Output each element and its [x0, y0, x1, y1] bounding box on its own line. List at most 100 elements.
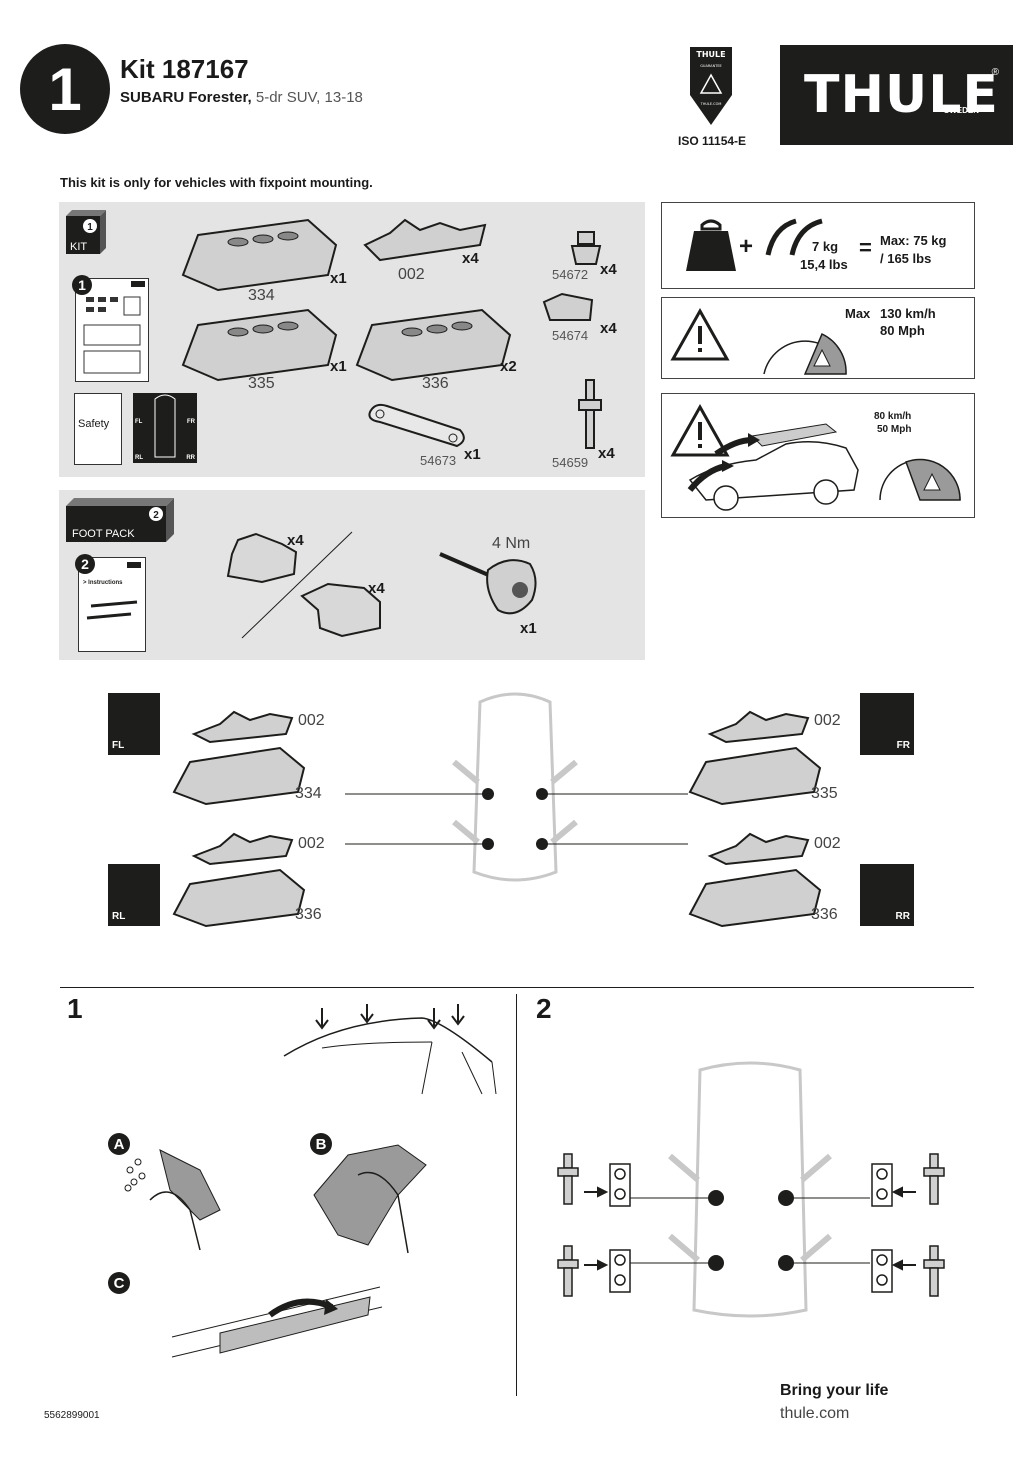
- step-a-badge: A: [108, 1133, 130, 1155]
- part-54672-code: 54672: [552, 267, 589, 282]
- part-54673-code: 54673: [420, 453, 457, 468]
- document-code: 5562899001: [44, 1410, 100, 1421]
- part-54674-code: 54674: [552, 328, 589, 343]
- roof-bars-icon: [765, 218, 823, 256]
- car-with-load-icon: [687, 423, 859, 511]
- foot-pack-box-icon: 2 FOOT PACK: [66, 498, 174, 542]
- pad-334-icon: [181, 218, 338, 292]
- part-335-qty: x1: [330, 358, 347, 375]
- vehicle-make: SUBARU Forester,: [120, 89, 252, 106]
- fl-top-code: 002: [298, 712, 325, 729]
- rr-top-code: 002: [814, 835, 841, 852]
- fixpoint-cover-drawing: [171, 1286, 383, 1358]
- steps-divider-top: [60, 987, 974, 988]
- safety-booklet: Safety: [74, 393, 122, 465]
- tagline: Bring your life: [780, 1382, 889, 1399]
- corner-rl-box: RL: [108, 864, 160, 926]
- kit-title: Kit 187167: [120, 54, 249, 84]
- placement-lines: [345, 793, 688, 845]
- instructions-label: > Instructions: [83, 580, 123, 586]
- foot-badge-label: FOOT PACK: [72, 528, 135, 540]
- fr-bottom-code: 335: [811, 785, 838, 802]
- fr-assembly-icon: [688, 710, 822, 806]
- bars-weight-kg: 7 kg: [812, 239, 839, 254]
- iso-label: ISO 11154-E: [678, 134, 747, 148]
- cleaning-spray-drawing: [124, 1149, 221, 1251]
- roof-fixpoint-drawing: [283, 1004, 497, 1095]
- website-link[interactable]: thule.com: [780, 1405, 850, 1422]
- guarantee-shield-icon: THULE GUARANTEE THULE.COM: [690, 47, 732, 125]
- torque-label: 4 Nm: [492, 535, 531, 552]
- fixpoint-notice: This kit is only for vehicles with fixpo…: [60, 175, 373, 190]
- wind-speedometer-icon: [879, 458, 961, 501]
- kit-box-icon: 1 KIT: [66, 210, 106, 254]
- nut-54672-icon: [570, 231, 602, 265]
- guarantee-label: GUARANTEE: [700, 64, 722, 68]
- torque-key-icon: [439, 552, 537, 615]
- rr-assembly-icon: [688, 832, 822, 928]
- fr-top-code: 002: [814, 712, 841, 729]
- corner-rr: RR: [186, 455, 195, 461]
- warning-triangle-icon: [670, 307, 730, 361]
- wind-mph: 50 Mph: [877, 424, 912, 435]
- warning-triangle-icon: [670, 403, 730, 457]
- torque-key-qty: x1: [520, 620, 537, 637]
- bracket-002-icon: [363, 218, 487, 262]
- part-334-code: 334: [248, 287, 275, 304]
- foot-badge-num: 2: [153, 510, 159, 521]
- part-002-code: 002: [398, 266, 425, 283]
- plus-sign: +: [739, 233, 754, 260]
- thule-logo: THULE SWEDEN ®: [780, 45, 1013, 145]
- corner-fl-label: FL: [112, 740, 125, 751]
- clamp-54674-icon: [542, 292, 594, 321]
- page-number-badge: 1: [20, 44, 110, 134]
- corner-diagram: FL FR RL RR: [133, 393, 197, 463]
- weight-icon: [686, 219, 736, 271]
- corner-fr: FR: [187, 419, 195, 425]
- rl-top-code: 002: [298, 835, 325, 852]
- logo-text: THULE: [804, 65, 999, 125]
- load-warning-box: + 7 kg 15,4 lbs = Max: 75 kg / 165 lbs: [661, 202, 975, 289]
- vehicle-detail: 5-dr SUV, 13-18: [251, 89, 363, 106]
- fixpoint-insertion-diagram: [557, 1061, 945, 1318]
- part-002-qty: x4: [462, 250, 479, 267]
- part-54674-qty: x4: [600, 320, 617, 337]
- part-336-code: 336: [422, 375, 449, 392]
- corner-fr-box: FR: [860, 693, 914, 755]
- step-1-number: 1: [67, 993, 83, 1024]
- equals-sign: =: [859, 235, 872, 260]
- corner-rl: RL: [135, 455, 143, 461]
- corner-fr-label: FR: [896, 740, 910, 751]
- kit-booklet: 1: [72, 275, 149, 382]
- rl-bottom-code: 336: [295, 906, 322, 923]
- step-c-badge: C: [108, 1272, 130, 1294]
- guarantee-url: THULE.COM: [700, 102, 722, 106]
- vehicle-subtitle: SUBARU Forester, 5-dr SUV, 13-18: [120, 89, 363, 106]
- foot-b-qty: x4: [368, 580, 385, 597]
- guarantee-brand: THULE: [696, 50, 725, 59]
- rl-assembly-icon: [172, 832, 306, 928]
- speed-mph: 80 Mph: [880, 323, 925, 338]
- foot-a-icon: [226, 532, 298, 584]
- kit-booklet-num: 1: [78, 277, 86, 293]
- logo-registered: ®: [991, 67, 999, 78]
- speedometer-icon: [763, 332, 847, 375]
- foot-a-qty: x4: [287, 532, 304, 549]
- part-334-qty: x1: [330, 270, 347, 287]
- bars-weight-lbs: 15,4 lbs: [800, 257, 848, 272]
- corner-rl-label: RL: [112, 911, 126, 922]
- fl-assembly-icon: [172, 710, 306, 806]
- steps-divider-vertical: [516, 994, 517, 1396]
- pad-336-icon: [355, 308, 512, 382]
- foot-booklet: 2 > Instructions: [75, 554, 146, 652]
- fl-bottom-code: 334: [295, 785, 322, 802]
- rr-bottom-code: 336: [811, 906, 838, 923]
- part-54659-code: 54659: [552, 455, 589, 470]
- speed-max-label: Max: [845, 306, 871, 321]
- max-load-lbs: / 165 lbs: [880, 251, 932, 266]
- diagonal-divider: [241, 531, 353, 639]
- corner-rr-box: RR: [860, 864, 914, 926]
- speed-kmh: 130 km/h: [880, 306, 936, 321]
- part-54672-qty: x4: [600, 261, 617, 278]
- step-2-number: 2: [536, 993, 552, 1024]
